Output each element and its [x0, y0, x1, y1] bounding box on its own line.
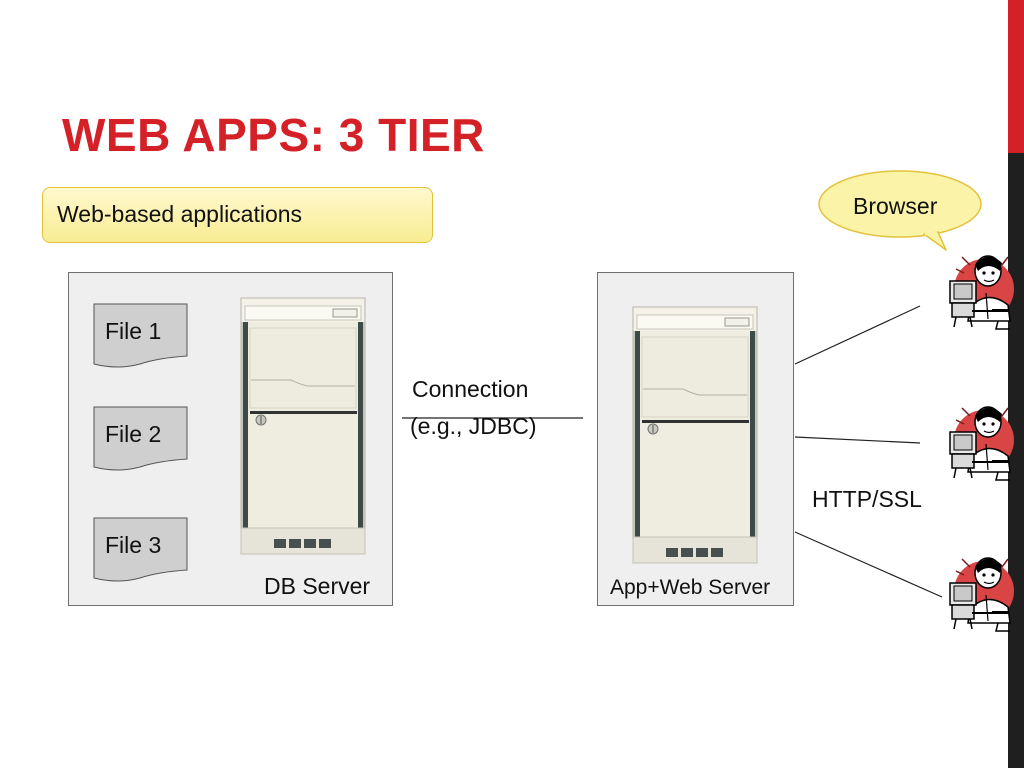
- file-2-label: File 2: [105, 421, 162, 447]
- browser-callout: [818, 170, 982, 251]
- client-1-user-at-computer-icon: [949, 255, 1015, 330]
- db-server-label: DB Server: [264, 573, 371, 599]
- client-2-user-at-computer-icon: [949, 406, 1015, 481]
- slide-edge-accent-top: [1008, 0, 1024, 153]
- app-web-server-label: App+Web Server: [610, 576, 771, 599]
- http-ssl-label: HTTP/SSL: [812, 486, 922, 512]
- slide-edge-accent-bottom: [1008, 153, 1024, 768]
- slide-title: WEB APPS: 3 TIER: [62, 109, 485, 161]
- file-2-document-icon: [93, 406, 188, 471]
- connection-example-label: (e.g., JDBC): [410, 413, 537, 439]
- connection-label: Connection: [412, 376, 529, 402]
- db-server-tower-icon: [240, 297, 366, 555]
- note-text: Web-based applications: [57, 201, 303, 227]
- file-1-document-icon: [93, 303, 188, 368]
- client-3-user-at-computer-icon: [949, 557, 1015, 632]
- web-based-applications-note: Web-based applications: [42, 187, 433, 243]
- app-web-server-tower-icon: [632, 306, 758, 564]
- file-3-document-icon: [93, 517, 188, 582]
- http-line-client-2: [794, 436, 921, 444]
- browser-callout-text: Browser: [853, 193, 938, 219]
- http-line-client-3: [794, 531, 943, 598]
- file-1-label: File 1: [105, 318, 162, 344]
- http-line-client-1: [794, 305, 921, 365]
- file-3-label: File 3: [105, 532, 162, 558]
